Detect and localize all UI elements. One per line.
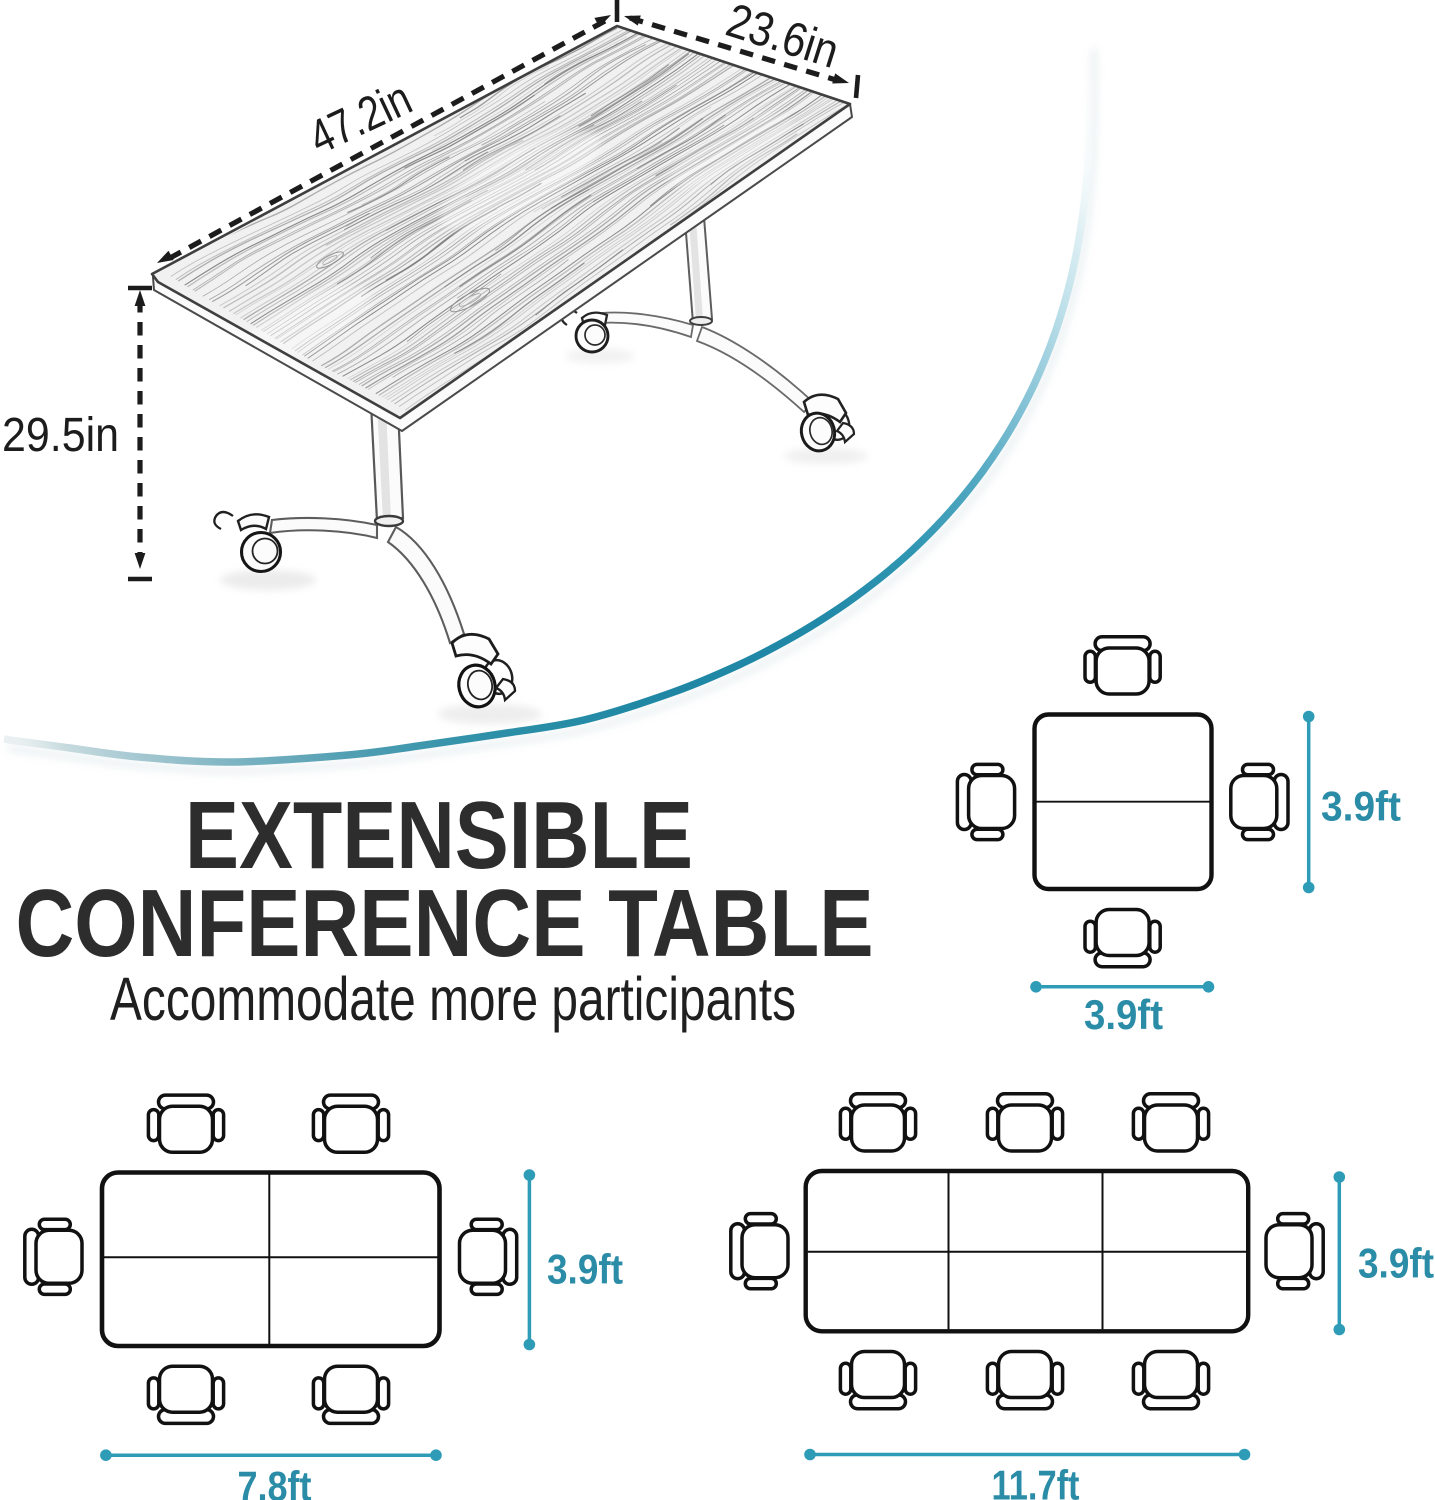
svg-text:3.9ft: 3.9ft: [1358, 1240, 1434, 1287]
svg-text:EXTENSIBLE: EXTENSIBLE: [185, 782, 693, 889]
svg-text:11.7ft: 11.7ft: [992, 1462, 1080, 1500]
svg-text:3.9ft: 3.9ft: [1321, 783, 1401, 830]
svg-text:29.5in: 29.5in: [2, 409, 119, 462]
svg-text:CONFERENCE TABLE: CONFERENCE TABLE: [16, 870, 874, 977]
svg-text:7.8ft: 7.8ft: [238, 1463, 312, 1500]
svg-text:Accommodate more participants: Accommodate more participants: [110, 965, 796, 1033]
svg-text:3.9ft: 3.9ft: [547, 1246, 623, 1293]
svg-text:3.9ft: 3.9ft: [1084, 991, 1163, 1038]
